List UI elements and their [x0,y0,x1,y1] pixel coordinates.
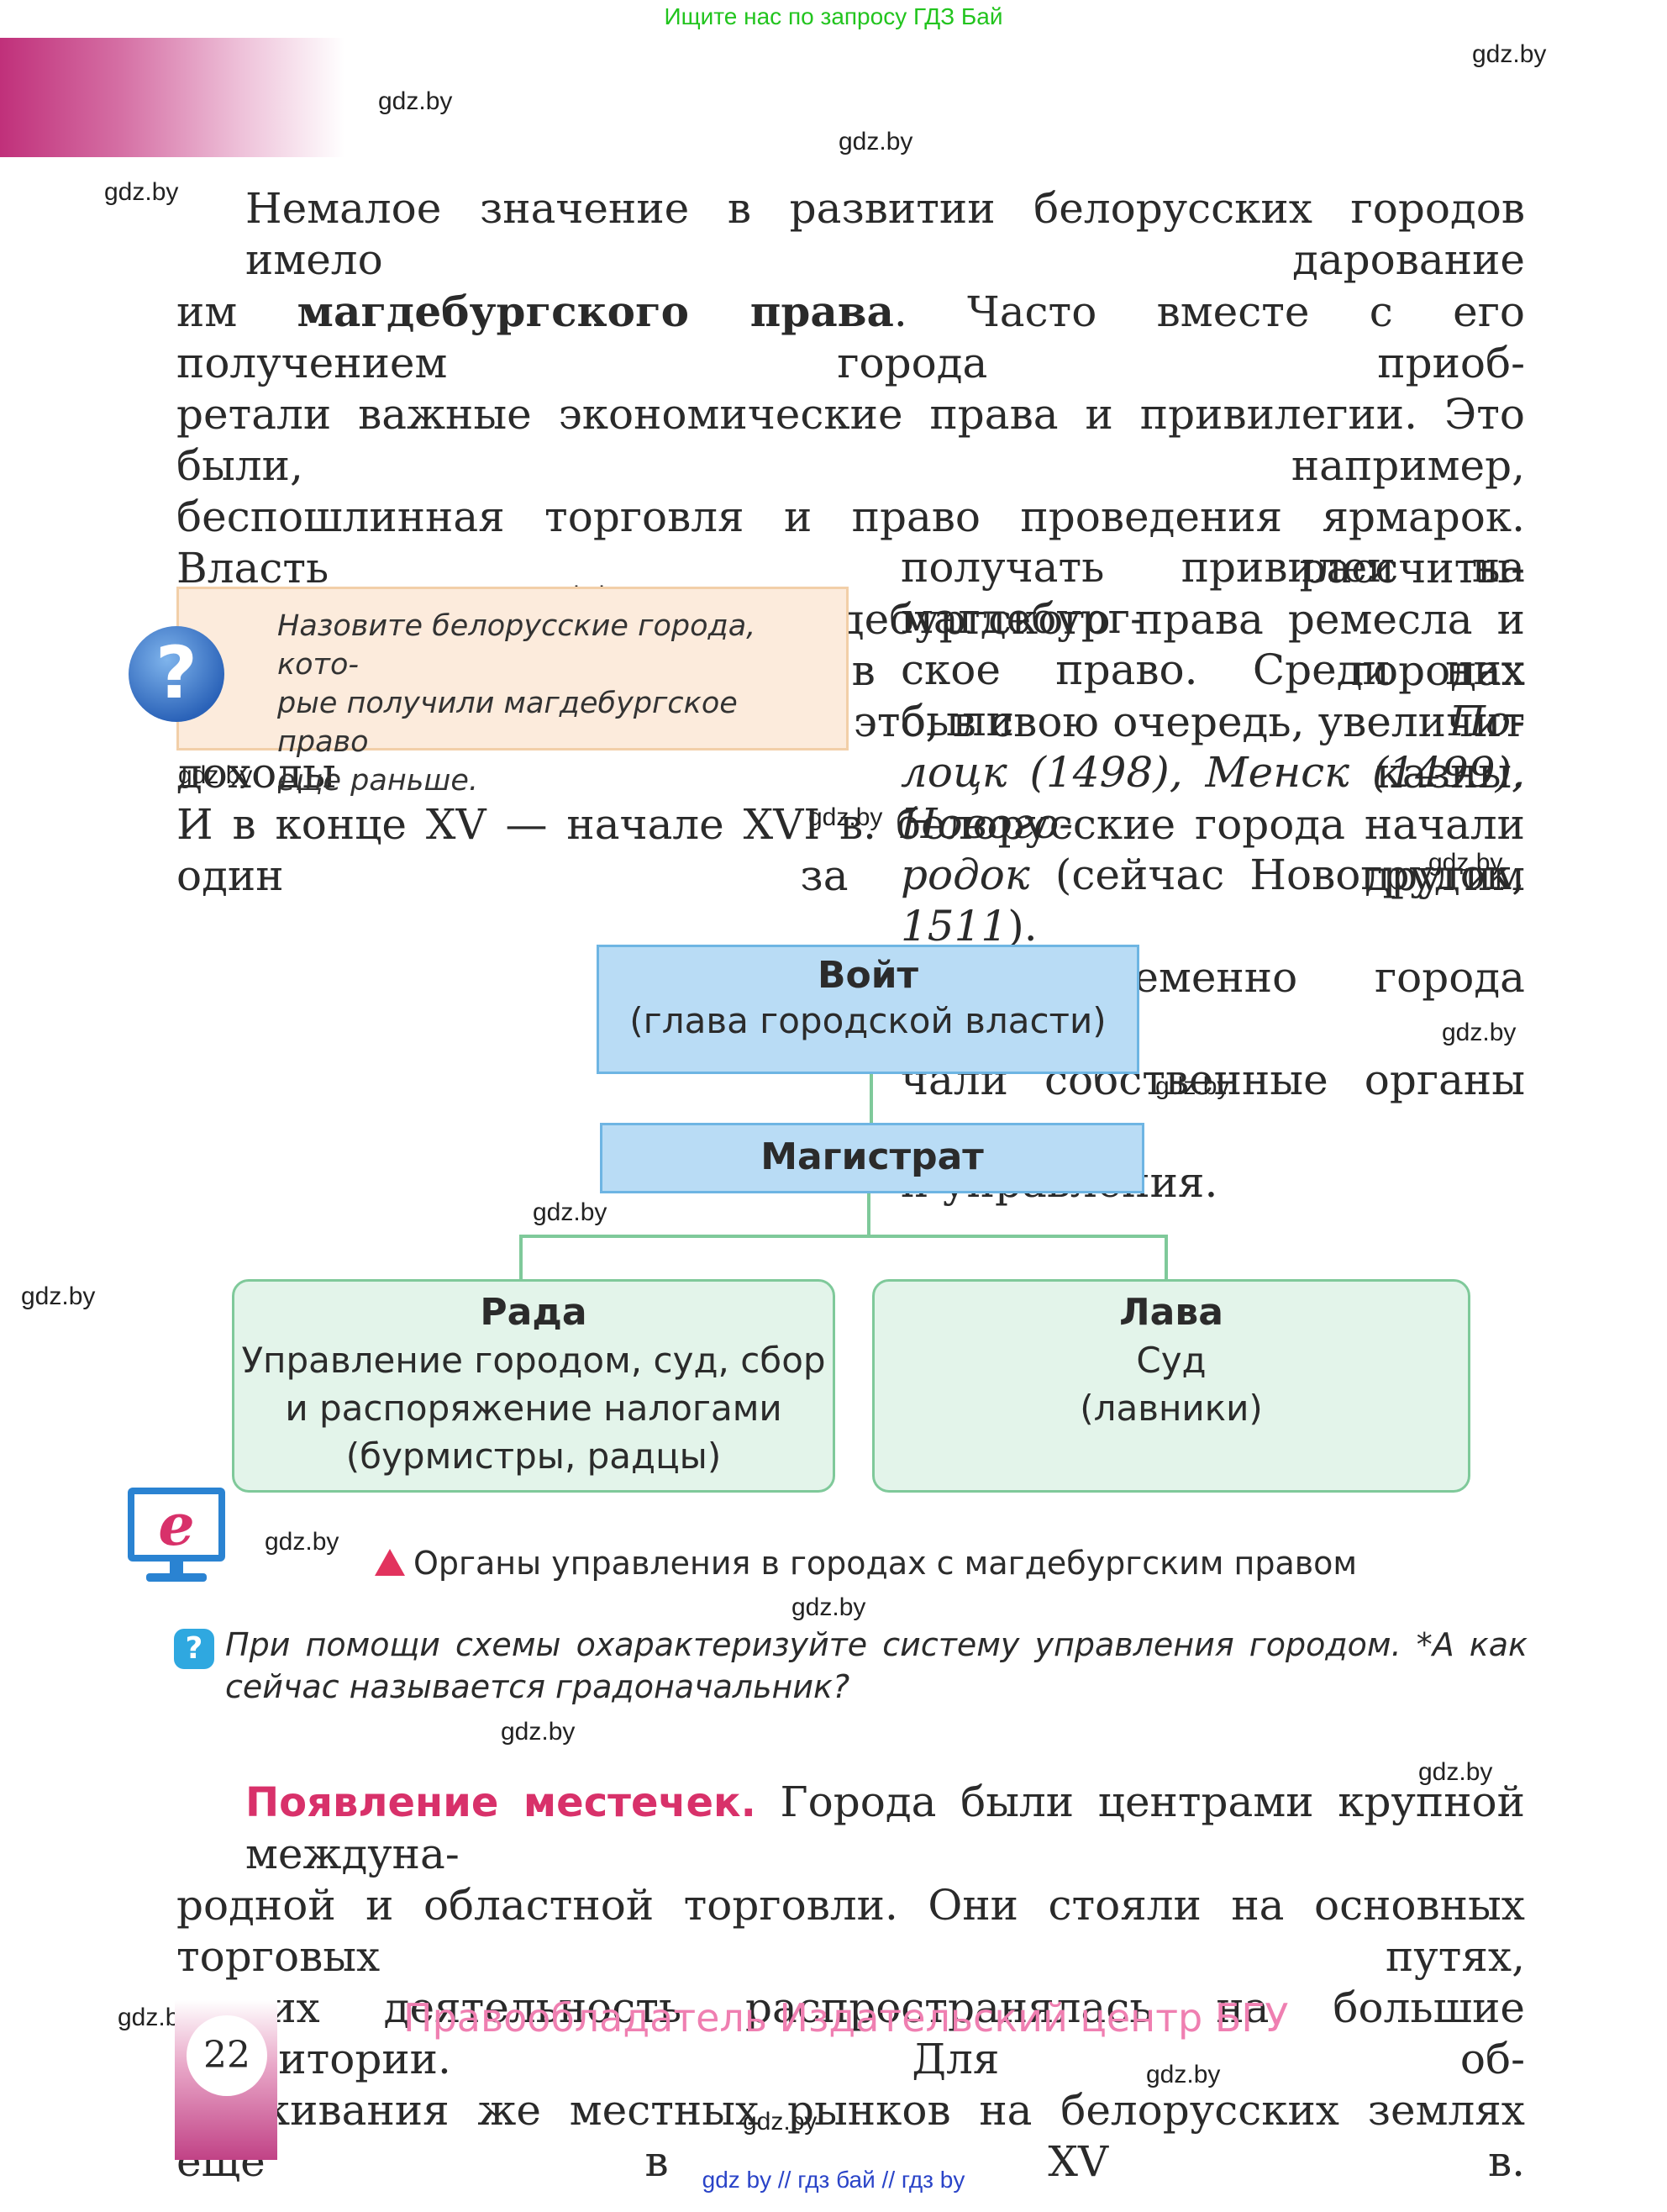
connector-line [519,1235,523,1279]
text-line: получать привилеи на магдебург- [901,543,1525,643]
watermark: gdz.by [178,761,253,789]
watermark: gdz.by [501,1718,576,1746]
watermark: gdz.by [839,128,913,155]
watermark: gdz.by [743,2108,818,2136]
text-line: Появление местечек. Города были центрами… [245,1778,1525,1878]
rada-line: и распоряжение налогами [285,1388,782,1429]
watermark: gdz.by [808,803,883,831]
magistrat-box: Магистрат [600,1123,1144,1193]
top-search-link[interactable]: Ищите нас по запросу ГДЗ Бай [664,3,1003,29]
triangle-icon [375,1549,405,1576]
watermark: gdz.by [533,1198,607,1226]
question-box [176,587,849,750]
text-line: лоцк (1498), Менск (1499), Новогo- [901,748,1525,848]
e-monitor-icon[interactable]: e [126,1486,227,1585]
watermark: gdz.by [1472,40,1547,68]
text-line: беспошлинная торговля и право проведения… [176,492,1525,592]
text-line: ретали важные экономические права и прив… [176,390,1525,490]
term-magdeburg-law: магдебургского права [297,287,894,336]
lava-line: (лавники) [1080,1388,1263,1429]
page-number: 22 [187,2015,267,2096]
text-line: и их деятельность распространялась на бо… [176,1983,1525,2083]
lava-box: Лава Суд (лавники) [872,1279,1470,1493]
task-text: При помощи схемы охарактеризуйте систему… [225,1626,1528,1705]
watermark: gdz.by [378,87,453,115]
watermark: gdz.by [1428,849,1503,877]
magistrat-title: Магистрат [760,1135,984,1178]
question-text: Назовите белорусские города, кото- рые п… [277,609,756,798]
voit-title: Войт [817,954,919,997]
watermark: gdz.by [265,1528,339,1556]
watermark: gdz.by [1146,2061,1221,2088]
paragraph-cities-list: получать привилеи на магдебург- ское пра… [901,542,1525,1209]
lava-title: Лава [1119,1291,1223,1334]
voit-box: Войт (глава городской власти) [597,945,1139,1074]
task-question-icon: ? [174,1629,214,1669]
corner-decoration [0,38,344,157]
text-line: ское право. Среди них были По- [901,645,1525,745]
connector-line [870,1072,873,1123]
text-line: Немалое значение в развитии белорусских … [245,184,1525,284]
text-line: родок (сейчас Новогрудок, 1511). [901,851,1525,951]
rada-box: Рада Управление городом, суд, сбор и рас… [232,1279,835,1493]
text-line: родной и областной торговли. Они стояли … [176,1881,1525,1981]
connector-line [1165,1235,1168,1279]
bottom-links[interactable]: gdz by // гдз бай // гдз by [702,2167,965,2193]
watermark: gdz.by [1418,1758,1493,1786]
question-circle-icon: ? [129,626,224,722]
diagram-caption: Органы управления в городах с магдебургс… [375,1545,1357,1582]
rada-title: Рада [480,1291,587,1334]
text-line: им магдебургского права. Часто вместе с … [176,287,1525,387]
connector-line [867,1193,870,1236]
watermark: gdz.by [791,1593,866,1621]
watermark: gdz.by [1155,1072,1230,1100]
paragraph-magdeburg: Немалое значение в развитии белорусских … [176,183,1525,902]
section-heading: Появление местечек. [245,1779,756,1826]
paragraph-mestechki: Появление местечек. Города были центрами… [176,1777,1525,2188]
watermark: gdz.by [21,1282,96,1310]
rada-line: Управление городом, суд, сбор [241,1340,826,1381]
voit-subtitle: (глава городской власти) [629,1000,1107,1041]
connector-line [519,1235,1168,1238]
watermark: gdz.by [1442,1019,1517,1046]
rada-line: (бурмистры, радцы) [345,1435,722,1477]
svg-text:e: e [158,1492,194,1559]
text-line: служивания же местных рынков на белорусс… [176,2086,1525,2186]
svg-text:?: ? [155,631,197,715]
lava-line: Суд [1136,1340,1207,1381]
copyright-notice: Правообладатель Издательский центр БГУ [403,1995,1289,2041]
text-line: И в конце XV — начале XVI в. белорусские… [176,800,1525,900]
watermark: gdz.by [104,178,179,206]
